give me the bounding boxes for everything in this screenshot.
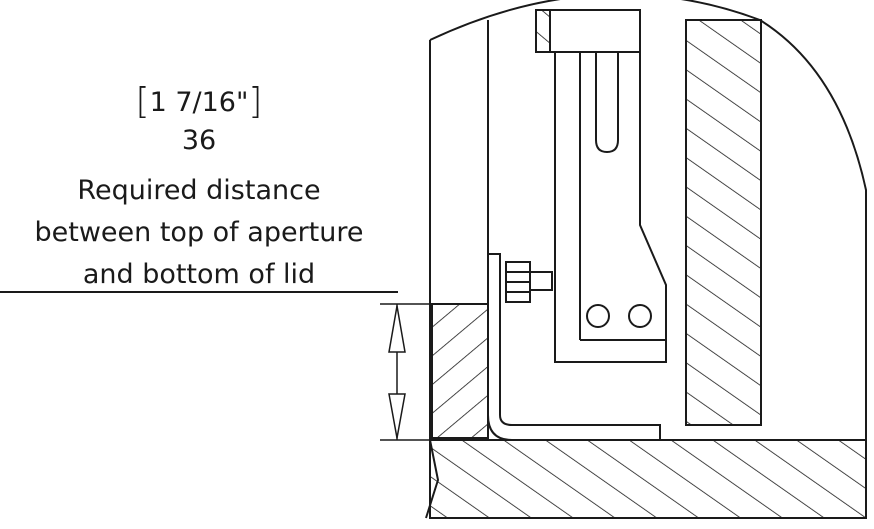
imperial-value: 1 7/16" xyxy=(149,87,249,118)
lid-outer-arc xyxy=(429,0,867,440)
bolt-shank xyxy=(529,271,553,291)
hole-2 xyxy=(628,304,652,328)
base-plate-break xyxy=(425,439,440,519)
hinge-top-cap xyxy=(535,9,641,53)
bracket-right-icon: ] xyxy=(248,81,263,122)
lid-rib xyxy=(685,19,762,426)
hinge-arm xyxy=(554,41,667,363)
slot xyxy=(595,52,619,154)
hinge-top-hatch xyxy=(535,9,551,53)
bracket-left-icon: [ xyxy=(135,81,150,122)
dimension-metric: 36 xyxy=(181,125,217,156)
description-line-2: between top of aperture xyxy=(34,217,364,248)
dimension-description: Required distance between top of apertur… xyxy=(0,170,398,296)
aperture-block xyxy=(431,303,489,439)
dimension-imperial: [1 7/16"] xyxy=(0,84,398,120)
hole-1 xyxy=(586,304,610,328)
base-plate xyxy=(429,439,867,519)
arrow-bottom-icon xyxy=(388,393,406,439)
arrow-top-icon xyxy=(388,305,406,353)
description-line-3: and bottom of lid xyxy=(82,259,316,290)
mounting-bracket xyxy=(487,253,661,441)
description-line-1: Required distance xyxy=(77,175,321,206)
